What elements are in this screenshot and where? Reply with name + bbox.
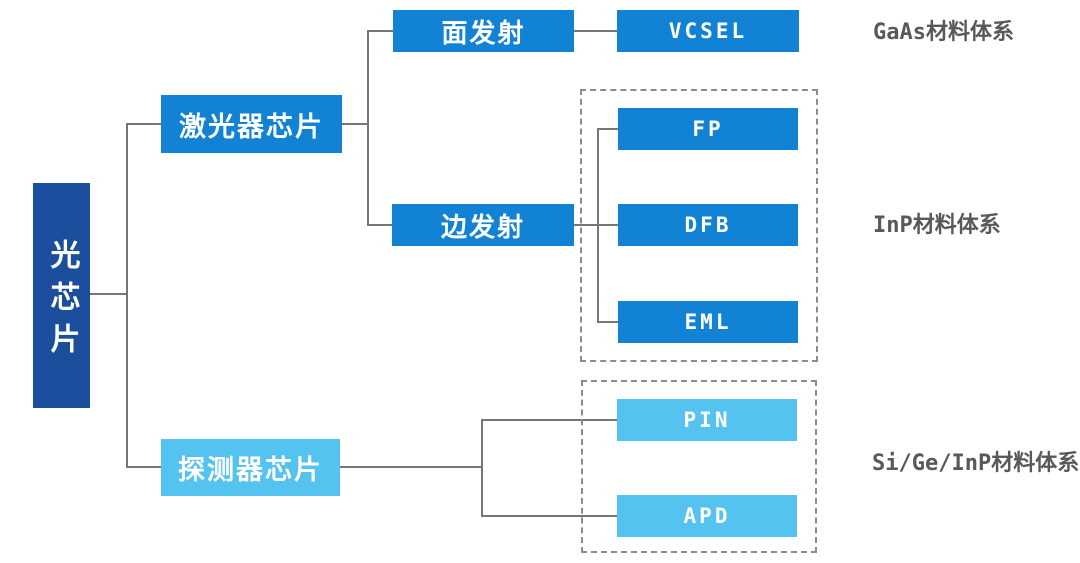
connector-to-surface-emitting (367, 30, 393, 32)
label-si-ge-inp-material-system: Si/Ge/InP材料体系 (872, 451, 1080, 476)
node-eml: EML (618, 301, 798, 343)
node-edge-emitting-label: 边发射 (440, 211, 525, 242)
node-surface-emitting: 面发射 (393, 10, 574, 52)
node-edge-emitting: 边发射 (392, 204, 574, 246)
node-eml-label: EML (684, 310, 732, 334)
node-apd-label: APD (683, 504, 731, 528)
node-fp-label: FP (692, 117, 724, 141)
node-laser-chip-label: 激光器芯片 (179, 111, 324, 142)
node-fp: FP (618, 108, 798, 150)
group-si-ge-inp-material-box (581, 380, 817, 553)
node-vcsel-label: VCSEL (668, 19, 748, 43)
connector-to-pin (481, 419, 617, 421)
connector-to-laser-chip (126, 123, 161, 125)
connector-trunk-vertical (126, 123, 128, 468)
connector-edge-branch-vertical (597, 128, 599, 323)
node-optical-chip: 光芯片 (33, 183, 90, 408)
node-pin-label: PIN (683, 408, 731, 432)
node-surface-emitting-label: 面发射 (441, 17, 526, 48)
connector-to-edge-emitting (367, 224, 392, 226)
connector-to-fp (597, 128, 618, 130)
node-dfb-label: DFB (684, 213, 732, 237)
node-vcsel: VCSEL (617, 10, 799, 52)
connector-to-apd (481, 515, 617, 517)
node-detector-chip: 探测器芯片 (161, 439, 340, 496)
connector-edge-to-dfb (574, 224, 618, 226)
node-optical-chip-label: 光芯片 (45, 238, 79, 365)
node-laser-chip: 激光器芯片 (161, 95, 342, 153)
group-inp-material-box (580, 89, 818, 362)
connector-root-to-trunk (90, 293, 127, 295)
node-pin: PIN (617, 399, 797, 441)
label-inp-material-system: InP材料体系 (873, 213, 1001, 238)
connector-laser-to-branch (342, 123, 368, 125)
connector-to-eml (597, 321, 618, 323)
node-dfb: DFB (618, 204, 798, 246)
connector-detector-to-branch (340, 466, 482, 468)
connector-to-detector-chip (126, 466, 161, 468)
label-gaas-material-system: GaAs材料体系 (873, 20, 1014, 45)
connector-detector-branch-vertical (481, 419, 483, 517)
connector-laser-branch-vertical (367, 30, 369, 226)
node-detector-chip-label: 探测器芯片 (178, 455, 323, 485)
node-apd: APD (617, 495, 797, 537)
connector-surface-to-vcsel (574, 30, 617, 32)
